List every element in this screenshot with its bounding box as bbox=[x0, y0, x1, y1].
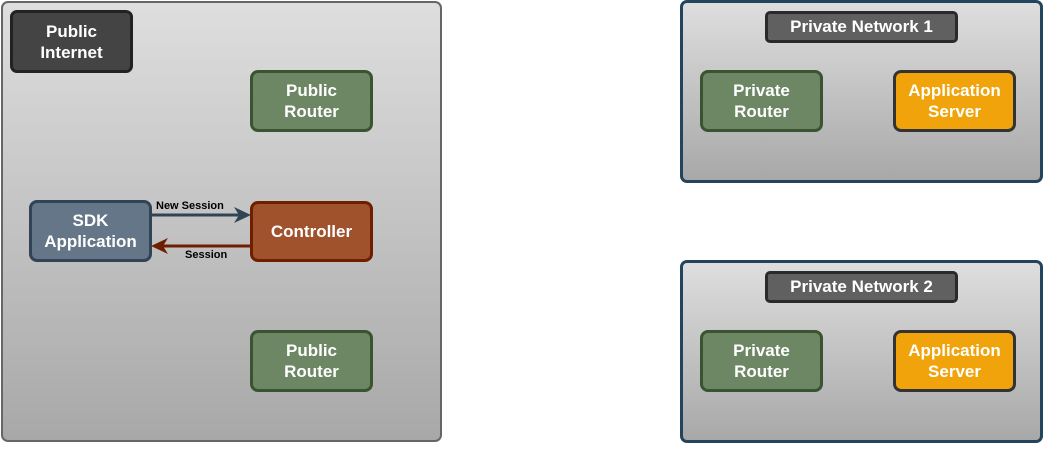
private-router-1: Private Router bbox=[700, 70, 823, 132]
application-server-1: Application Server bbox=[893, 70, 1016, 132]
application-server-2: Application Server bbox=[893, 330, 1016, 392]
public-router-1: Public Router bbox=[250, 70, 373, 132]
private-network-1-label: Private Network 1 bbox=[765, 11, 958, 43]
private-network-2-label: Private Network 2 bbox=[765, 271, 958, 303]
private-router-2: Private Router bbox=[700, 330, 823, 392]
public-internet-label: Public Internet bbox=[10, 10, 133, 73]
sdk-application: SDK Application bbox=[29, 200, 152, 262]
public-router-2: Public Router bbox=[250, 330, 373, 392]
new-session-label: New Session bbox=[156, 200, 224, 212]
new-session-arrowhead bbox=[234, 207, 251, 223]
session-label: Session bbox=[185, 249, 228, 261]
controller: Controller bbox=[250, 201, 373, 262]
session-arrowhead bbox=[151, 238, 168, 254]
